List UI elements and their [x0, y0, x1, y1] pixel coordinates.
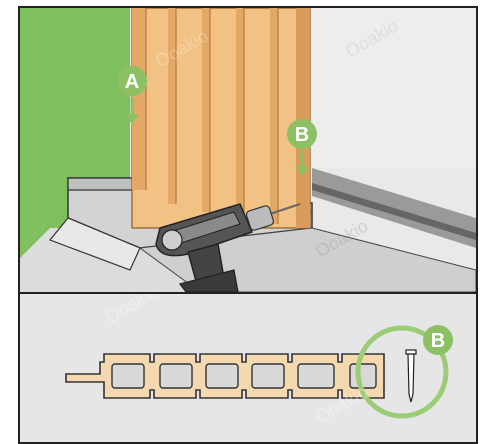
cross-section-diagram: B Ooakio Ooakio — [20, 294, 476, 442]
right-wall — [312, 8, 476, 168]
marker-b: B — [287, 119, 317, 176]
drill-icon — [155, 203, 301, 292]
installation-scene: A B — [20, 8, 476, 292]
wood-panel — [131, 8, 311, 229]
arrow-down-icon — [125, 114, 139, 124]
baseboard-line — [312, 183, 476, 240]
installation-scene-panel: A B — [18, 6, 478, 294]
marker-b-label: B — [295, 124, 309, 146]
marker-a-label: A — [125, 71, 139, 93]
cross-section-panel: B Ooakio Ooakio — [18, 292, 478, 444]
panel-profile — [65, 353, 385, 399]
detail-callout-b: B — [355, 325, 453, 419]
marker-a: A — [117, 66, 147, 124]
detail-marker-b-label: B — [431, 330, 445, 352]
screw-icon — [405, 349, 417, 403]
sill-lower — [49, 217, 141, 271]
arrow-down-icon — [295, 166, 309, 176]
